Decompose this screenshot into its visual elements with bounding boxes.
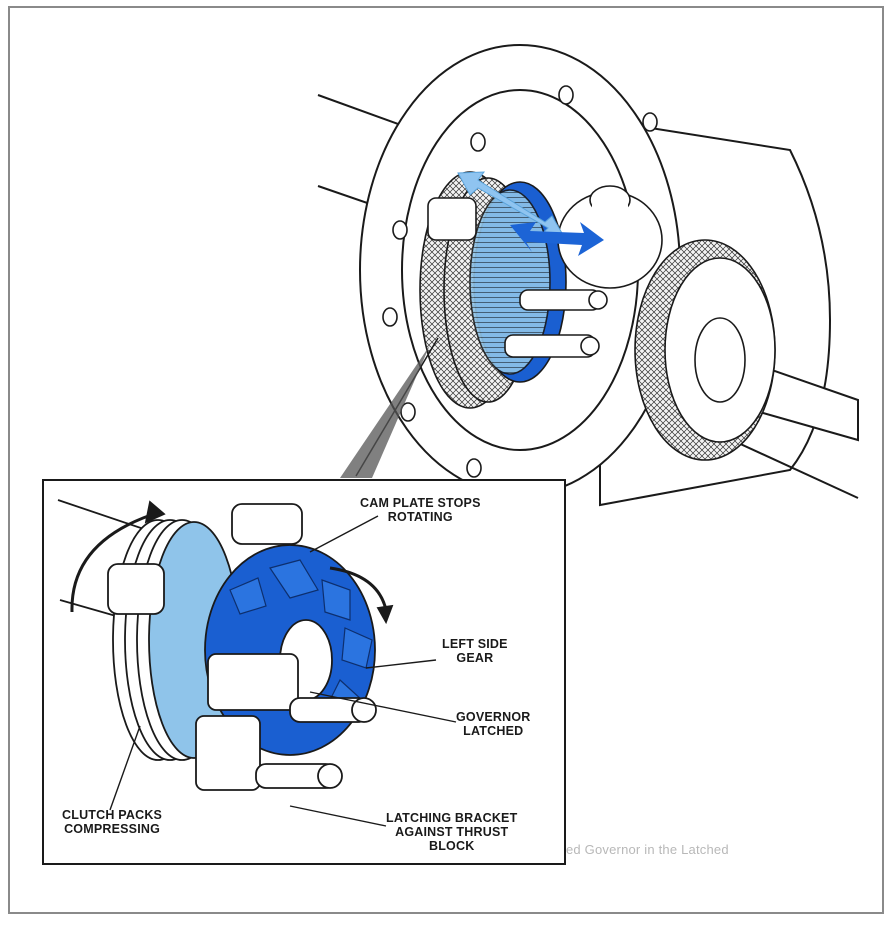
callout-leaders bbox=[109, 515, 457, 827]
inset-mechanism bbox=[57, 499, 394, 791]
callout-latching-bracket: LATCHING BRACKET AGAINST THRUST BLOCK bbox=[386, 811, 518, 853]
callout-cam-plate: CAM PLATE STOPS ROTATING bbox=[360, 496, 481, 524]
motion-arrows bbox=[457, 171, 604, 256]
flange-bolt-holes bbox=[382, 85, 658, 478]
callout-left-side-gear: LEFT SIDE GEAR bbox=[442, 637, 508, 665]
callout-clutch-packs: CLUTCH PACKS COMPRESSING bbox=[62, 808, 163, 836]
gear-teeth bbox=[229, 559, 373, 723]
background-text: ed Governor in the Latched bbox=[566, 842, 729, 857]
callout-governor: GOVERNOR LATCHED bbox=[456, 710, 531, 738]
inset-leader bbox=[340, 337, 439, 478]
